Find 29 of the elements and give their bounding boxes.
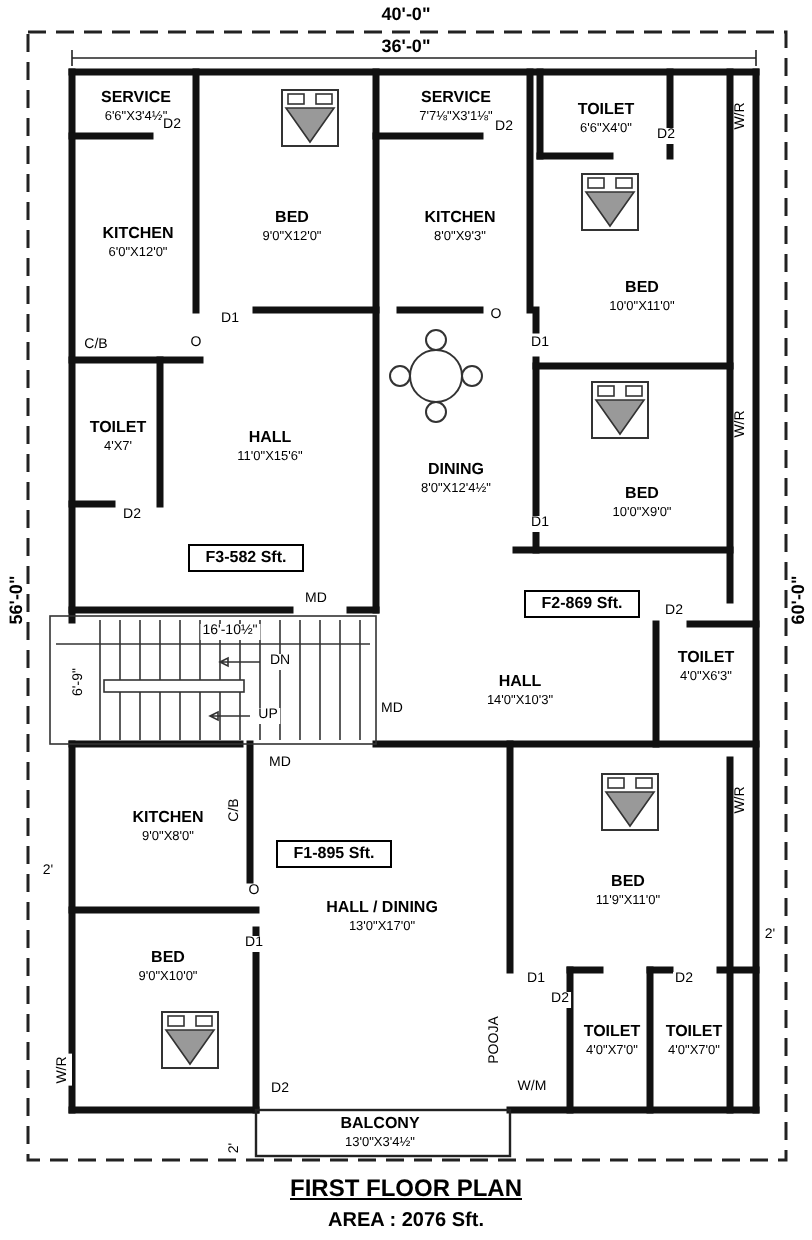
area-tag: F3-582 Sft. <box>188 544 304 572</box>
room-name: BED <box>611 871 645 891</box>
room-name: TOILET <box>89 417 147 437</box>
area-tag: F1-895 Sft. <box>276 840 392 868</box>
room-name: TOILET <box>665 1021 723 1041</box>
dimension-label: 56'-0" <box>6 573 26 627</box>
dimension-label: 36'-0" <box>379 36 433 56</box>
room-name: KITCHEN <box>424 207 496 227</box>
room-name: TOILET <box>677 647 735 667</box>
plan-title: FIRST FLOOR PLAN <box>290 1172 522 1206</box>
room-name: SERVICE <box>421 87 491 107</box>
room-name: BED <box>275 207 309 227</box>
room-name: KITCHEN <box>132 807 204 827</box>
room-name: HALL / DINING <box>326 898 438 918</box>
room-name: BED <box>625 483 659 503</box>
dimension-label: 40'-0" <box>379 4 433 24</box>
plan-caption: AREA : 2076 Sft. <box>328 1208 484 1236</box>
room-name: TOILET <box>577 99 635 119</box>
dimension-label: 60'-0" <box>788 573 808 627</box>
room-name: TOILET <box>583 1021 641 1041</box>
room-name: HALL <box>248 428 292 448</box>
room-name: SERVICE <box>101 87 171 107</box>
room-name: BED <box>151 947 185 967</box>
room-name: BALCONY <box>340 1113 420 1133</box>
room-name: KITCHEN <box>102 223 174 243</box>
room-name: DINING <box>428 459 484 479</box>
room-name: BED <box>625 277 659 297</box>
room-name: HALL <box>498 672 542 692</box>
area-tag: F2-869 Sft. <box>524 590 640 618</box>
